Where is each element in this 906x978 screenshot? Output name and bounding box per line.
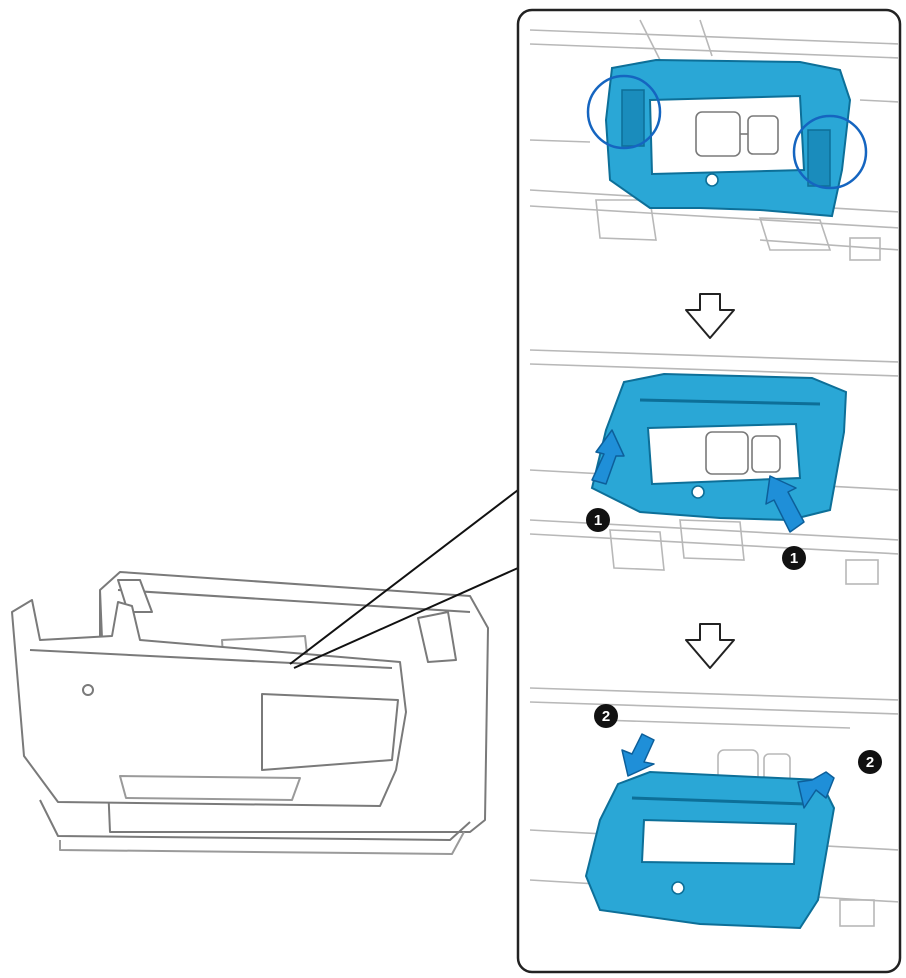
right-tab-panel1 <box>807 129 831 187</box>
scanner-base-lower <box>59 831 465 855</box>
panel-step-release-tabs <box>529 19 898 261</box>
blue-push-arrow-icon <box>621 733 655 777</box>
front-cover-panel <box>261 693 399 771</box>
roller-opening-panel3 <box>640 818 798 866</box>
scanner-top-edge <box>117 589 471 613</box>
numbered-badge-icon: 2 <box>594 704 618 728</box>
roller-panel2 <box>705 431 781 475</box>
down-outline-arrow-icon <box>685 293 735 339</box>
cover-hole-panel1 <box>705 173 719 187</box>
badge-label: 1 <box>790 550 798 567</box>
scanner-right-hinge <box>417 611 457 663</box>
down-outline-arrow-icon <box>685 623 735 669</box>
badge-label: 1 <box>594 512 602 529</box>
panel-step-lift-cover: 1 1 <box>529 349 898 585</box>
badge-label: 2 <box>866 754 874 771</box>
left-tab-panel1 <box>621 89 645 147</box>
scanner-overview <box>11 489 519 855</box>
callout-line-lower <box>293 567 519 669</box>
cover-upper-rail-panel2 <box>639 398 821 406</box>
numbered-badge-icon: 2 <box>858 750 882 774</box>
highlight-circle-icon <box>586 74 662 150</box>
front-cover-flap <box>11 599 407 807</box>
roller-panel1 <box>695 111 779 157</box>
callout-line-upper <box>289 489 519 665</box>
paper-guide <box>119 775 301 801</box>
front-cover-inner <box>29 649 393 669</box>
blue-push-arrow-icon <box>591 429 625 485</box>
cover-hole-panel2 <box>691 485 705 499</box>
highlight-circle-icon <box>792 114 868 190</box>
blue-push-arrow-icon <box>797 771 835 809</box>
cover-hole-panel3 <box>671 881 685 895</box>
panel-step-push-cover-down: 2 2 <box>529 687 898 930</box>
panel1-background-lines <box>529 19 898 261</box>
badge-label: 2 <box>602 708 610 725</box>
numbered-badge-icon: 1 <box>586 508 610 532</box>
scanner-base <box>39 799 471 841</box>
blue-push-arrow-icon <box>765 475 805 533</box>
numbered-badge-icon: 1 <box>782 546 806 570</box>
cover-hole <box>82 684 94 696</box>
cover-upper-rail-panel3 <box>631 796 807 806</box>
